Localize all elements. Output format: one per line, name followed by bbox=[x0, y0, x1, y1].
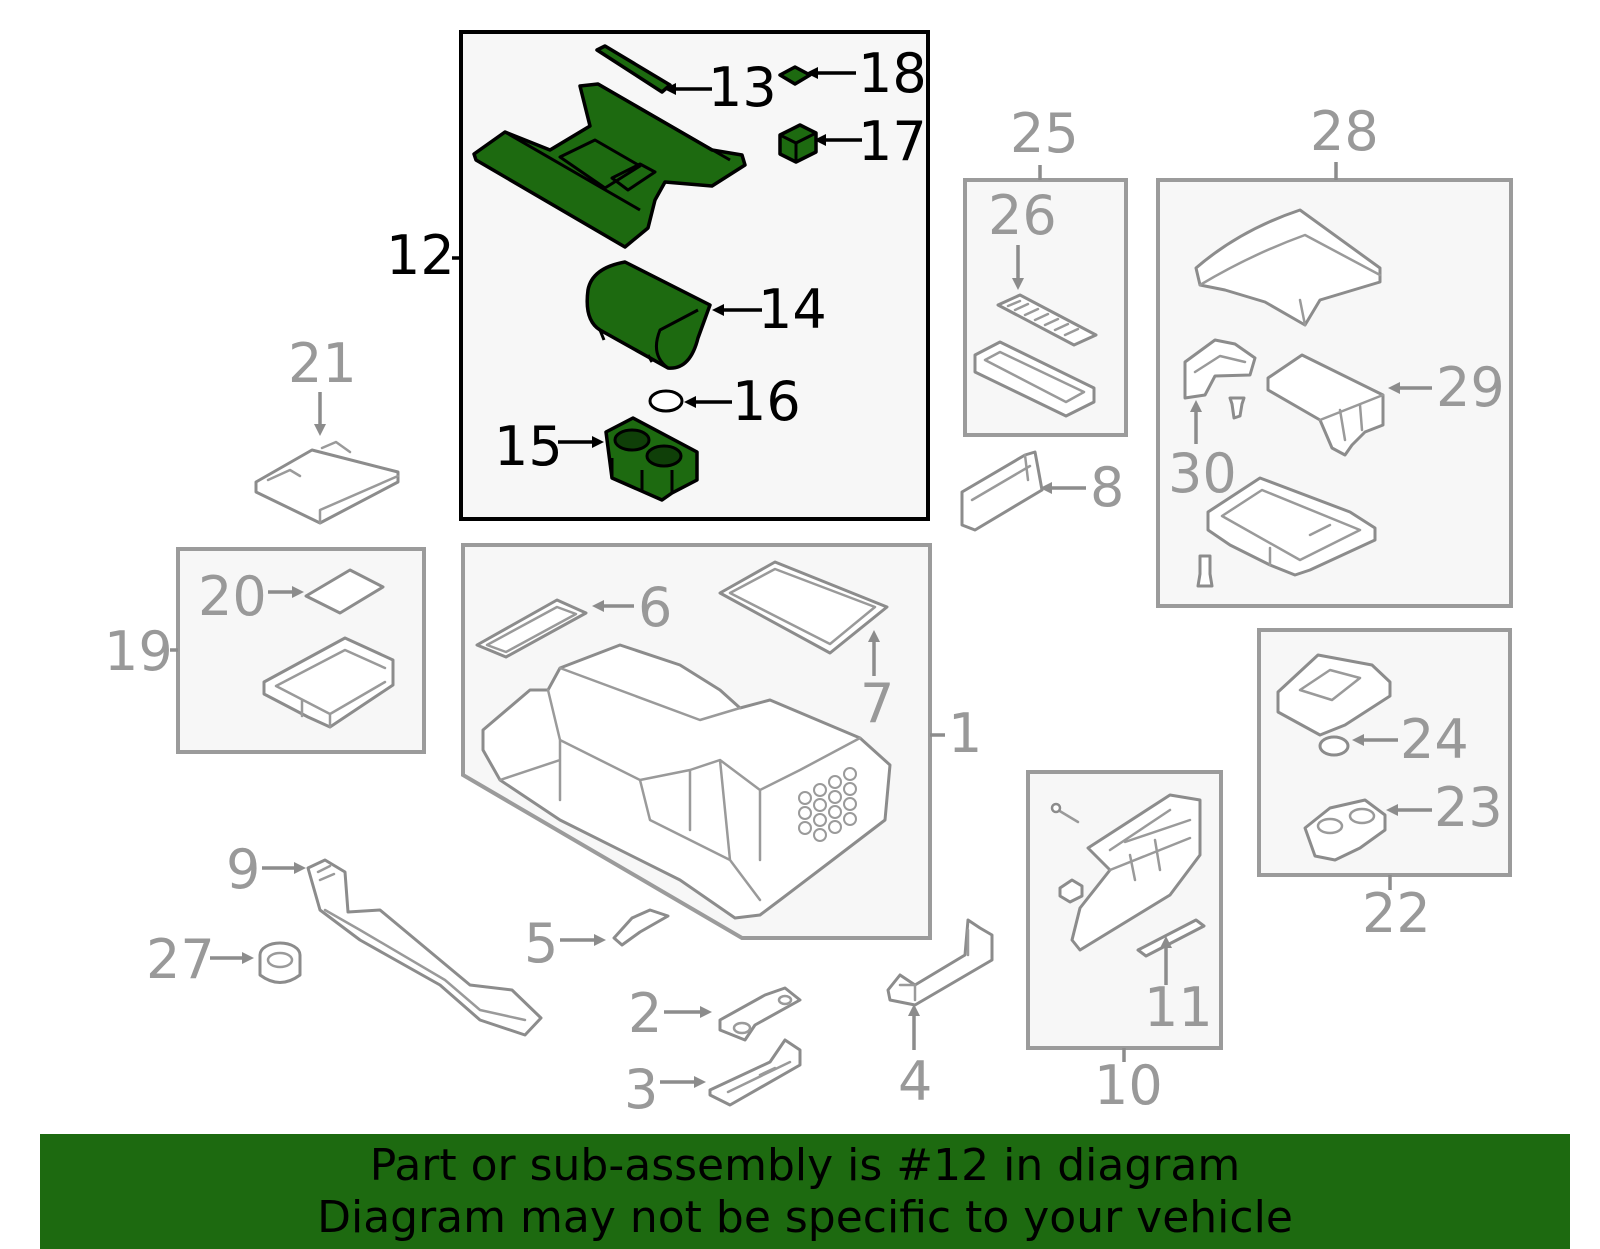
callout-21[interactable]: 21 bbox=[288, 332, 357, 395]
part-16-o-ring[interactable] bbox=[648, 389, 684, 413]
info-banner: Part or sub-assembly is #12 in diagram D… bbox=[40, 1134, 1570, 1249]
part-25-tray[interactable] bbox=[973, 340, 1096, 418]
callout-16[interactable]: 16 bbox=[732, 370, 801, 433]
leader-11 bbox=[1160, 936, 1172, 985]
callout-17[interactable]: 17 bbox=[858, 110, 927, 173]
part-27-knob[interactable] bbox=[258, 941, 302, 984]
leader-29 bbox=[1388, 382, 1432, 394]
leader-9 bbox=[262, 862, 306, 874]
leader-5 bbox=[560, 934, 606, 946]
part-20-mat[interactable] bbox=[304, 568, 385, 615]
leader-18 bbox=[806, 67, 856, 79]
bolt-icon bbox=[1196, 554, 1214, 588]
leader-8 bbox=[1040, 482, 1086, 494]
part-15-cup-holder[interactable] bbox=[604, 416, 699, 502]
banner-line-2: Diagram may not be specific to your vehi… bbox=[317, 1191, 1293, 1243]
leader-21 bbox=[314, 392, 326, 436]
part-1-console-body[interactable] bbox=[481, 643, 892, 920]
callout-20[interactable]: 20 bbox=[198, 565, 267, 628]
part-23-cup-holder[interactable] bbox=[1303, 798, 1387, 862]
bolt-icon bbox=[1050, 802, 1080, 824]
part-4-bracket[interactable] bbox=[886, 918, 994, 1007]
callout-15[interactable]: 15 bbox=[494, 415, 563, 478]
callout-8[interactable]: 8 bbox=[1090, 456, 1124, 519]
part-13-trim-strip[interactable] bbox=[595, 44, 672, 94]
callout-28[interactable]: 28 bbox=[1310, 100, 1379, 163]
leader-15 bbox=[558, 436, 604, 448]
callout-14[interactable]: 14 bbox=[758, 278, 827, 341]
callout-18[interactable]: 18 bbox=[858, 42, 927, 105]
leader-16 bbox=[684, 396, 732, 408]
part-7-mat[interactable] bbox=[718, 560, 889, 655]
callout-23[interactable]: 23 bbox=[1434, 776, 1503, 839]
callout-27[interactable]: 27 bbox=[146, 928, 215, 991]
leader-30 bbox=[1190, 400, 1202, 444]
clip-icon bbox=[1058, 878, 1084, 904]
callout-4[interactable]: 4 bbox=[898, 1050, 932, 1113]
part-30-latch[interactable] bbox=[1183, 338, 1257, 400]
leader-20 bbox=[268, 586, 304, 598]
callout-6[interactable]: 6 bbox=[638, 576, 672, 639]
leader-27 bbox=[210, 952, 254, 964]
callout-11[interactable]: 11 bbox=[1144, 976, 1213, 1039]
part-5-clip-strip[interactable] bbox=[612, 908, 670, 947]
callout-12[interactable]: 12 bbox=[386, 224, 455, 287]
leader-6 bbox=[592, 600, 634, 612]
part-9-side-trim[interactable] bbox=[306, 858, 543, 1037]
leader-23 bbox=[1386, 804, 1432, 816]
part-22-bezel[interactable] bbox=[1276, 653, 1392, 737]
leader-17 bbox=[814, 134, 862, 146]
callout-19[interactable]: 19 bbox=[104, 620, 173, 683]
callout-3[interactable]: 3 bbox=[624, 1058, 658, 1121]
part-8-bracket[interactable] bbox=[960, 450, 1044, 532]
leader-26 bbox=[1012, 245, 1024, 290]
leader-13 bbox=[664, 83, 712, 95]
callout-7[interactable]: 7 bbox=[860, 672, 894, 735]
callout-30[interactable]: 30 bbox=[1168, 442, 1237, 505]
banner-line-1: Part or sub-assembly is #12 in diagram bbox=[369, 1139, 1241, 1191]
leader-3 bbox=[660, 1076, 706, 1088]
leader-7 bbox=[868, 630, 880, 676]
callout-1[interactable]: 1 bbox=[948, 702, 982, 765]
callout-13[interactable]: 13 bbox=[708, 56, 777, 119]
group-box-12[interactable] bbox=[459, 30, 930, 521]
callout-10[interactable]: 10 bbox=[1094, 1054, 1163, 1117]
part-10-bracket[interactable] bbox=[1070, 793, 1202, 952]
callout-24[interactable]: 24 bbox=[1400, 708, 1469, 771]
callout-25[interactable]: 25 bbox=[1010, 102, 1079, 165]
leader-2 bbox=[664, 1006, 712, 1018]
screw-icon bbox=[1228, 396, 1246, 420]
part-28-base[interactable] bbox=[1206, 476, 1377, 577]
callout-9[interactable]: 9 bbox=[226, 838, 260, 901]
part-2-bracket[interactable] bbox=[718, 986, 802, 1042]
part-24-o-ring[interactable] bbox=[1318, 735, 1350, 757]
callout-22[interactable]: 22 bbox=[1362, 882, 1431, 945]
part-3-bracket[interactable] bbox=[708, 1038, 802, 1107]
leader-24 bbox=[1352, 734, 1398, 746]
leader-4 bbox=[908, 1004, 920, 1050]
part-14-armrest-lid[interactable] bbox=[585, 260, 712, 370]
callout-26[interactable]: 26 bbox=[988, 184, 1057, 247]
part-21-tray[interactable] bbox=[254, 440, 400, 525]
part-17-bracket[interactable] bbox=[778, 123, 818, 164]
part-12-console-top-panel[interactable] bbox=[472, 82, 747, 249]
callout-29[interactable]: 29 bbox=[1436, 356, 1505, 419]
part-26-mat[interactable] bbox=[996, 293, 1098, 347]
leader-14 bbox=[712, 304, 762, 316]
part-29-hinge[interactable] bbox=[1266, 353, 1385, 457]
console-grille bbox=[798, 767, 857, 842]
callout-2[interactable]: 2 bbox=[628, 982, 662, 1045]
callout-5[interactable]: 5 bbox=[524, 912, 558, 975]
part-28-armrest-lid[interactable] bbox=[1194, 208, 1382, 327]
part-19-storage-bin[interactable] bbox=[262, 636, 395, 729]
part-6-mat[interactable] bbox=[475, 598, 588, 659]
part-11-trim-strip[interactable] bbox=[1136, 918, 1206, 958]
